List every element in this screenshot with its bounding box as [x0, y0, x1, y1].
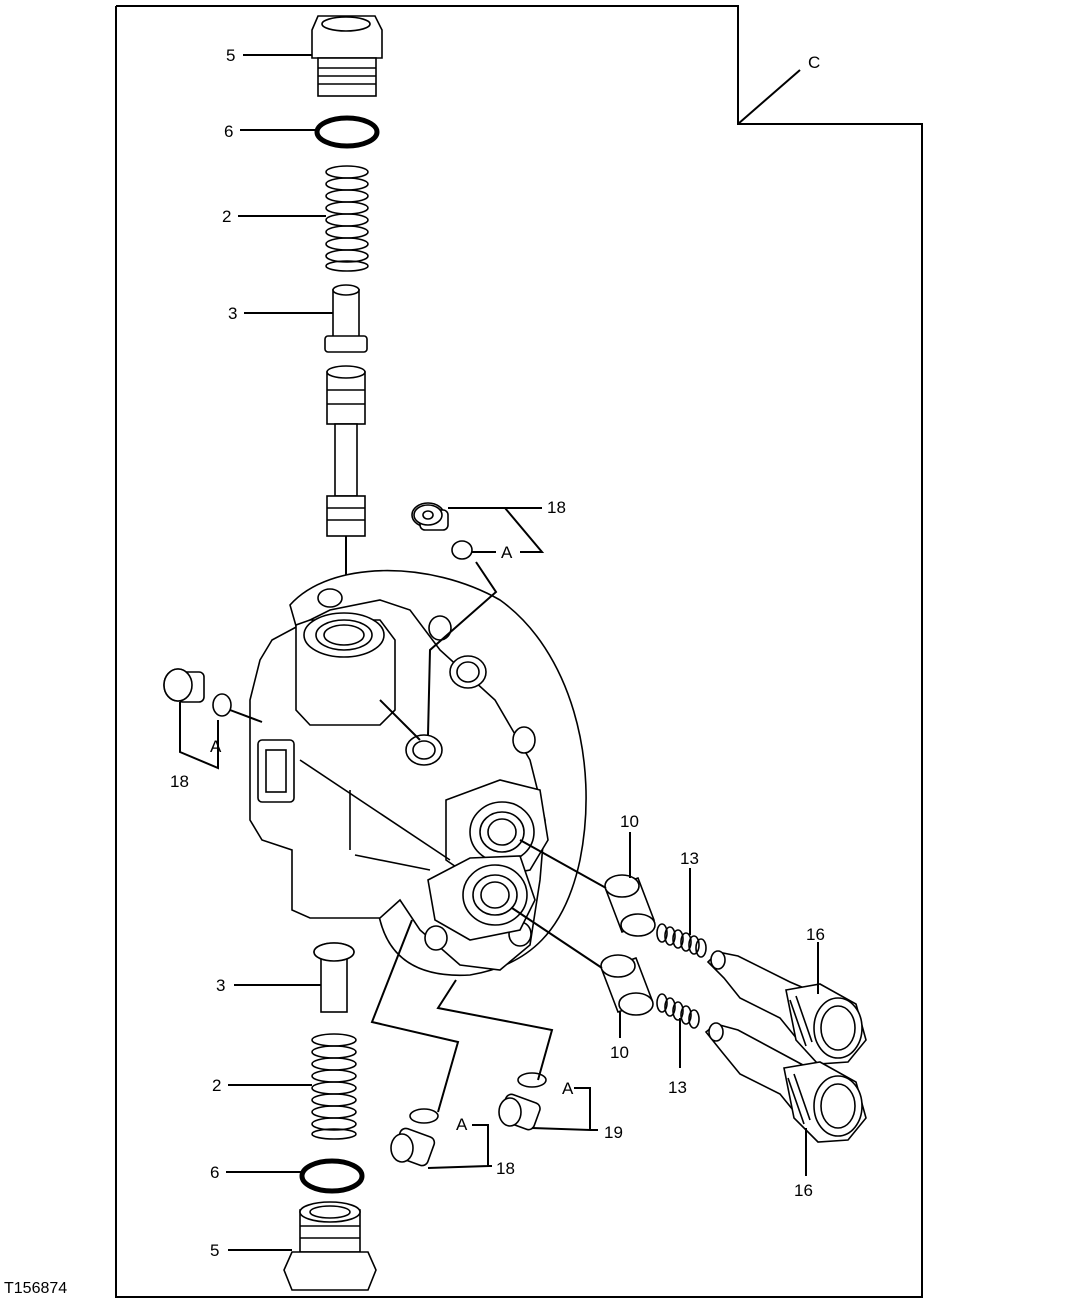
leader-bottom-right-plug — [531, 1087, 591, 1132]
leader-seat-lower-body — [511, 907, 603, 969]
label-bottom-a-left: A — [456, 1115, 468, 1134]
label-bottom-a-right: A — [562, 1079, 574, 1098]
spring-lower-part — [656, 993, 700, 1029]
valve-body-part — [249, 569, 587, 977]
label-seat-upper: 10 — [620, 812, 639, 831]
top-port-oring-part — [451, 540, 473, 560]
label-bottom-oring: 6 — [210, 1163, 219, 1182]
relief-upper-part — [706, 950, 867, 1065]
label-bottom-18: 18 — [496, 1159, 515, 1178]
seat-lower-part — [600, 954, 654, 1016]
top-piston-part — [324, 284, 368, 353]
bottom-spring-part — [311, 1033, 357, 1140]
label-spring-lower: 13 — [668, 1078, 687, 1097]
bottom-oring-part — [299, 1158, 365, 1194]
label-top-oring: 6 — [224, 122, 233, 141]
label-c: C — [808, 53, 820, 72]
label-top-plug: 5 — [226, 46, 235, 65]
spring-upper-part — [656, 923, 707, 958]
label-top-piston: 3 — [228, 304, 237, 323]
relief-lower-part — [704, 1022, 867, 1143]
bottom-left-plug-part — [390, 1127, 436, 1167]
left-plug-part — [163, 668, 205, 703]
label-bottom-19: 19 — [604, 1123, 623, 1142]
leader-seat-upper-body — [519, 839, 607, 889]
seat-upper-part — [604, 874, 656, 937]
bottom-right-plug-part — [498, 1093, 541, 1131]
bottom-plug-part — [283, 1201, 377, 1291]
leader-top-port-to-body — [427, 561, 498, 736]
leader-top-port-plug — [448, 507, 545, 553]
label-relief-upper: 16 — [806, 925, 825, 944]
top-spring-part — [325, 165, 369, 272]
figure-id: T156874 — [4, 1280, 68, 1297]
frame-outline — [115, 5, 923, 1298]
bottom-left-oring-part — [409, 1108, 439, 1124]
label-top-spring: 2 — [222, 207, 231, 226]
label-bottom-piston: 3 — [216, 976, 225, 995]
label-relief-lower: 16 — [794, 1181, 813, 1200]
top-plug-part — [311, 15, 383, 97]
label-spring-upper: 13 — [680, 849, 699, 868]
left-oring-part — [212, 693, 232, 717]
leader-bottom-right-route — [436, 979, 554, 1081]
leader-bottom-left-plug — [427, 1124, 489, 1169]
label-left-18: 18 — [170, 772, 189, 791]
top-port-plug-part — [411, 502, 449, 531]
label-bottom-plug: 5 — [210, 1241, 219, 1260]
frame-c-leader — [737, 69, 801, 125]
label-top-port-18: 18 — [547, 498, 566, 517]
label-seat-lower: 10 — [610, 1043, 629, 1062]
leader-top-port-to-body-2 — [379, 699, 421, 741]
top-oring-part — [314, 115, 380, 149]
leader-bottom-left-route — [370, 919, 460, 1113]
spool-part — [326, 365, 366, 537]
leader-left-plug — [179, 702, 219, 770]
label-top-port-a: A — [501, 543, 513, 562]
bottom-right-oring-part — [517, 1072, 547, 1088]
leader-left-plug-to-body — [229, 709, 263, 723]
label-bottom-spring: 2 — [212, 1076, 221, 1095]
bottom-piston-part — [313, 942, 355, 1013]
label-left-a: A — [210, 737, 222, 756]
